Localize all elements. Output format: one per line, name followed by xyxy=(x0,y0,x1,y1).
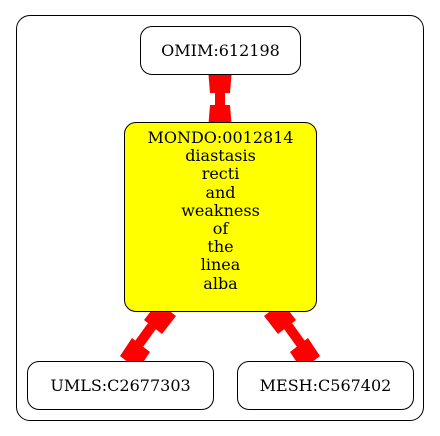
node-mondo-line: MONDO:0012814 xyxy=(147,128,294,147)
edge-mondo-mesh xyxy=(264,302,320,370)
cluster-box xyxy=(16,15,424,421)
edge-omim-mondo xyxy=(208,69,232,130)
edge-omim-mondo-shaft xyxy=(215,92,225,107)
edge-mondo-mesh-shaft xyxy=(283,323,306,347)
node-mondo-line: recti xyxy=(201,164,240,184)
node-mondo-line: diastasis xyxy=(185,146,256,166)
node-umls-label: UMLS:C2677303 xyxy=(50,376,191,395)
node-omim[interactable]: OMIM:612198 xyxy=(140,26,301,75)
node-mesh-label: MESH:C567402 xyxy=(259,376,392,395)
node-mondo[interactable]: MONDO:0012814 diastasis recti and weakne… xyxy=(124,122,317,312)
node-mesh[interactable]: MESH:C567402 xyxy=(237,361,414,410)
node-mondo-line: linea xyxy=(200,255,241,275)
node-mondo-line: the xyxy=(207,237,234,257)
node-mondo-line: alba xyxy=(203,273,238,293)
node-mondo-line: and xyxy=(205,182,236,202)
edge-mondo-umls-shaft xyxy=(134,323,157,347)
node-omim-label: OMIM:612198 xyxy=(161,41,280,60)
node-umls[interactable]: UMLS:C2677303 xyxy=(27,361,214,410)
node-mondo-line: weakness xyxy=(181,200,260,220)
edge-mondo-umls xyxy=(120,302,176,370)
edge-omim-mondo-head-top xyxy=(208,69,232,93)
node-mondo-line: of xyxy=(212,219,229,239)
